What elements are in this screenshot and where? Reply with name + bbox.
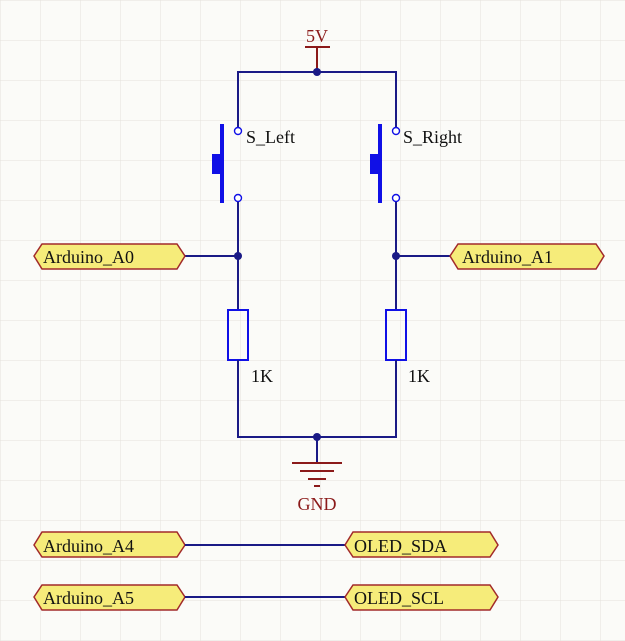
port-sda-label: OLED_SDA bbox=[354, 536, 447, 556]
port-a4-label: Arduino_A4 bbox=[43, 536, 134, 556]
port-a1-label: Arduino_A1 bbox=[462, 247, 553, 267]
switch-s-left[interactable]: S_Left bbox=[212, 124, 295, 203]
vcc-label: 5V bbox=[306, 26, 328, 46]
vcc-junction bbox=[313, 68, 321, 76]
gnd-label: GND bbox=[298, 494, 337, 514]
port-arduino-a0[interactable]: Arduino_A0 bbox=[33, 243, 186, 270]
left-junction bbox=[234, 252, 242, 260]
left-node-wire[interactable] bbox=[185, 202, 239, 310]
vcc-power-port[interactable]: 5V bbox=[305, 26, 330, 72]
port-arduino-a1[interactable]: Arduino_A1 bbox=[449, 243, 605, 270]
port-a5-label: Arduino_A5 bbox=[43, 588, 134, 608]
switch-right-label: S_Right bbox=[403, 127, 462, 147]
port-arduino-a4[interactable]: Arduino_A4 bbox=[33, 531, 186, 558]
port-oled-scl[interactable]: OLED_SCL bbox=[344, 584, 499, 611]
switch-s-right[interactable]: S_Right bbox=[370, 124, 462, 203]
right-node-wire[interactable] bbox=[395, 202, 450, 310]
port-arduino-a5[interactable]: Arduino_A5 bbox=[33, 584, 186, 611]
gnd-junction bbox=[313, 433, 321, 441]
switch-left-label: S_Left bbox=[246, 127, 295, 147]
gnd-power-port[interactable]: GND bbox=[292, 462, 342, 514]
resistor-right-value: 1K bbox=[408, 366, 430, 386]
right-junction bbox=[392, 252, 400, 260]
port-oled-sda[interactable]: OLED_SDA bbox=[344, 531, 499, 558]
resistor-left-value: 1K bbox=[251, 366, 273, 386]
port-a0-label: Arduino_A0 bbox=[43, 247, 134, 267]
port-scl-label: OLED_SCL bbox=[354, 588, 444, 608]
